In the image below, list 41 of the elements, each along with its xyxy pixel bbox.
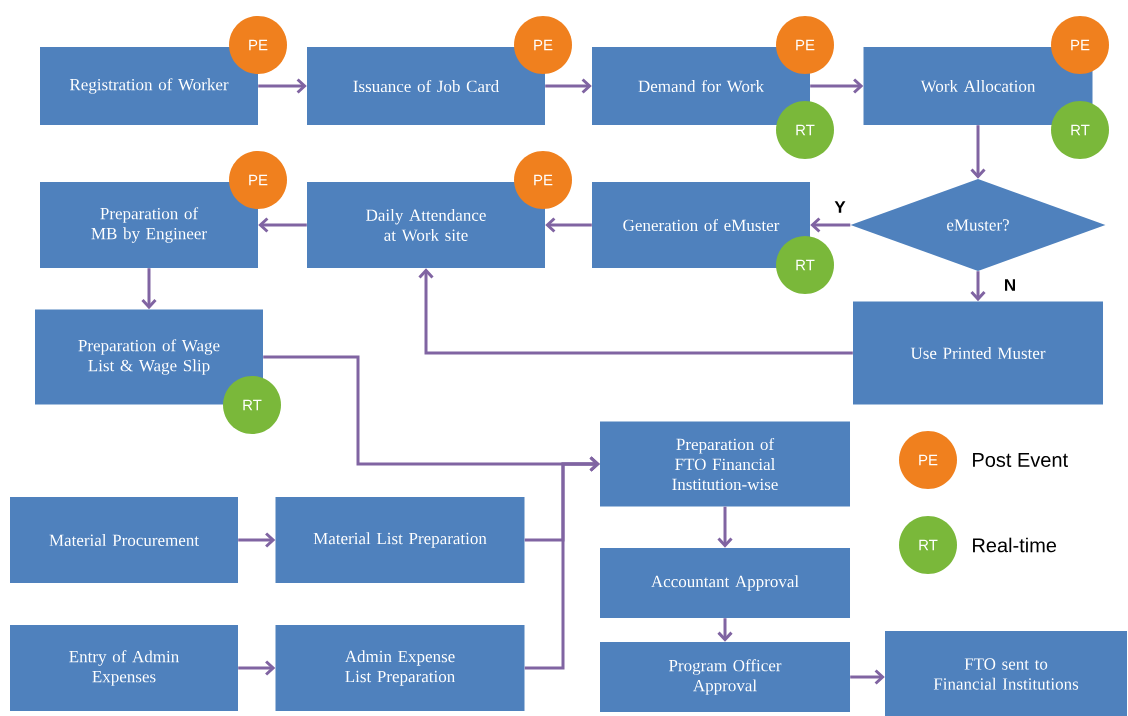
process-box: Accountant Approval — [600, 548, 850, 618]
process-box: Entry of Admin Expenses — [10, 625, 238, 711]
arrow — [418, 268, 853, 355]
process-box: Preparation of FTO Financial Institution-wise — [600, 421, 850, 507]
process-box: FTO sent to Financial Institutions — [885, 631, 1127, 716]
post-event-badge: PE — [514, 151, 572, 209]
arrow — [810, 78, 864, 94]
arrow — [545, 78, 592, 94]
arrow — [141, 268, 157, 310]
post-event-badge: PE — [1051, 16, 1109, 74]
badge-caption: Real-time — [973, 537, 1057, 553]
edge-label: N — [1002, 278, 1018, 292]
arrow — [238, 660, 276, 676]
process-box: Use Printed Muster — [853, 301, 1103, 405]
post-event-badge: PE — [229, 151, 287, 209]
arrow — [970, 271, 986, 302]
process-box: Material Procurement — [10, 497, 238, 583]
arrow — [258, 78, 307, 94]
arrow — [258, 217, 307, 233]
process-box: Program Officer Approval — [600, 642, 850, 712]
post-event-badge: PE — [776, 16, 834, 74]
arrow — [545, 217, 592, 233]
post-event-badge: PE — [514, 16, 572, 74]
real-time-badge: RT — [223, 376, 281, 434]
process-box: Admin Expense List Preparation — [275, 625, 525, 711]
arrow — [717, 506, 733, 548]
arrow — [717, 618, 733, 642]
post-event-badge: PE — [899, 431, 957, 489]
arrow — [850, 669, 885, 685]
process-box: Material List Preparation — [275, 497, 525, 583]
edge-label: Y — [833, 200, 847, 214]
arrow — [970, 125, 986, 179]
arrow — [810, 217, 851, 233]
real-time-badge: RT — [899, 516, 957, 574]
real-time-badge: RT — [776, 236, 834, 294]
arrow — [238, 532, 276, 548]
post-event-badge: PE — [229, 16, 287, 74]
badge-caption: Post Event — [973, 453, 1068, 467]
real-time-badge: RT — [776, 101, 834, 159]
real-time-badge: RT — [1051, 101, 1109, 159]
arrow — [524, 456, 600, 670]
